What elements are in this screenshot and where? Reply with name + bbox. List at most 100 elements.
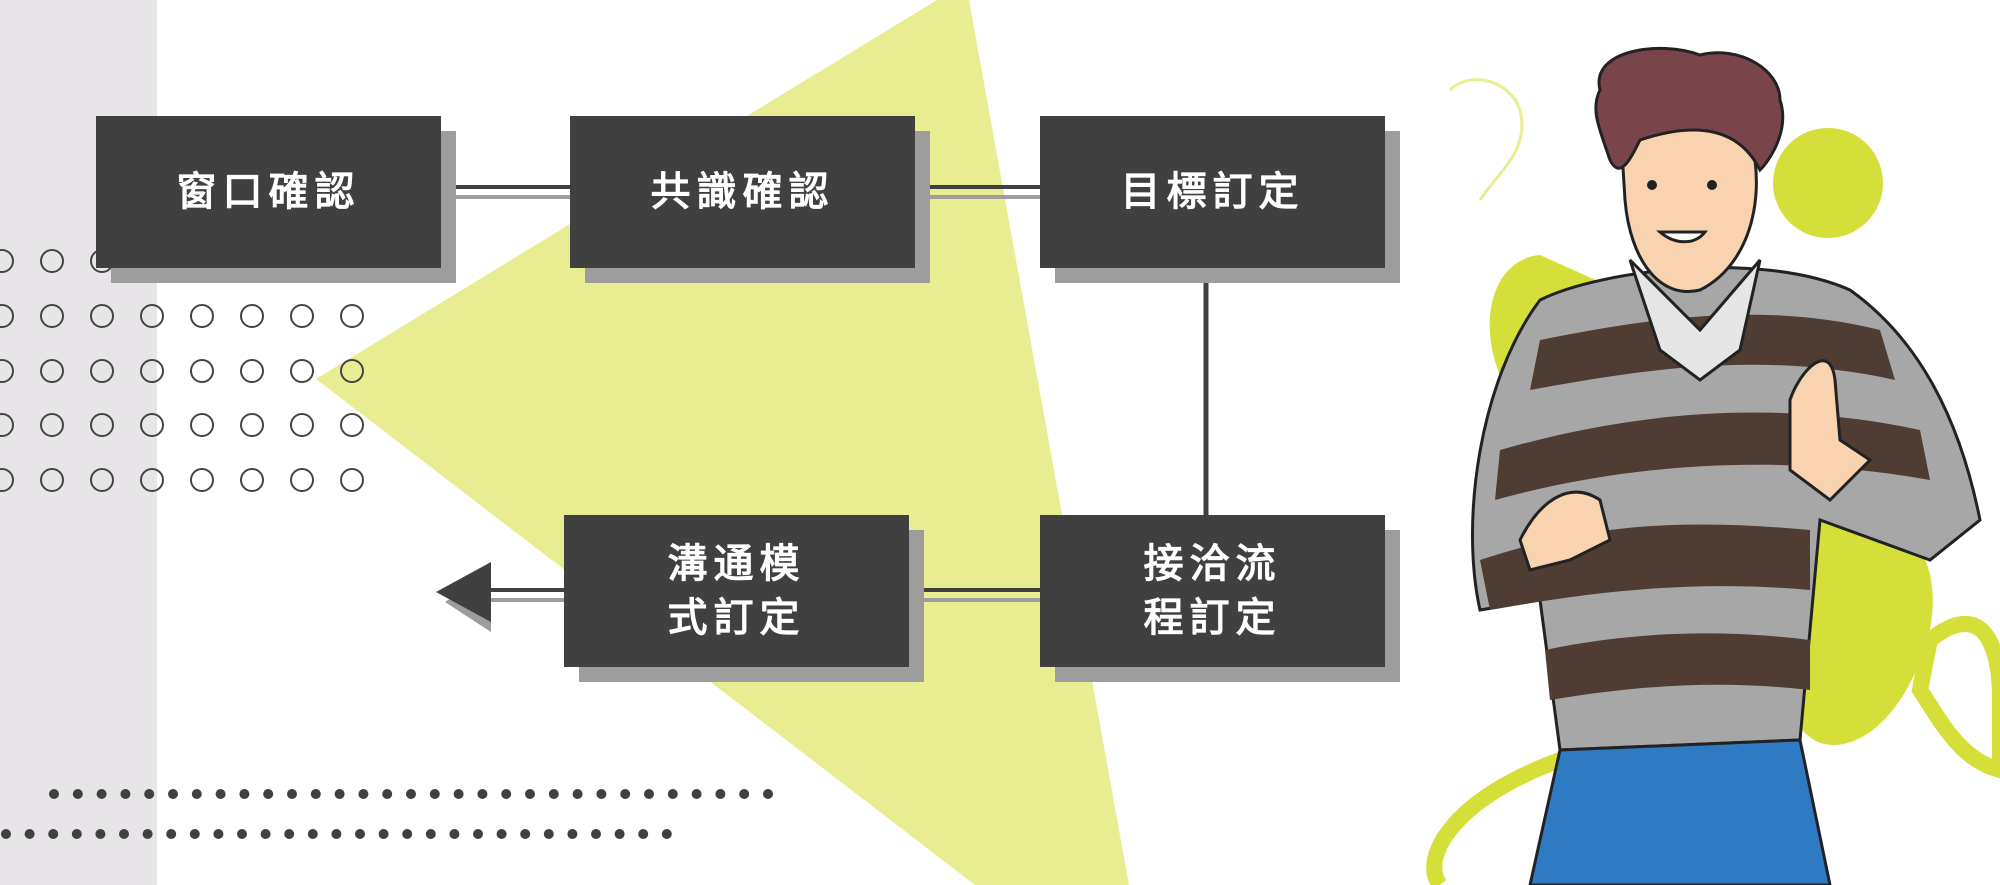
decor-circle	[40, 249, 64, 273]
decor-dot	[1, 829, 11, 839]
decor-dot	[520, 829, 531, 839]
decor-circle	[290, 413, 314, 437]
step-label-line-2: 式訂定	[667, 595, 806, 641]
decor-circle	[240, 413, 264, 437]
decor-dot	[449, 829, 460, 839]
character-illustration	[1426, 46, 2000, 885]
decor-dot	[473, 829, 483, 839]
decor-dot	[120, 789, 131, 799]
decor-dot	[739, 789, 750, 799]
decor-dot	[260, 829, 271, 839]
step-label-line-1: 溝通模	[667, 541, 806, 587]
decor-dot	[614, 829, 625, 839]
decor-dot	[572, 789, 583, 799]
decor-circle	[90, 413, 114, 437]
decor-dot	[191, 789, 202, 799]
arrow-head	[436, 562, 491, 622]
decor-circle	[240, 359, 264, 383]
decor-circle	[0, 249, 14, 273]
decor-circle	[240, 468, 264, 492]
decor-circle	[0, 413, 14, 437]
decor-circle	[0, 359, 14, 383]
decor-dot	[406, 789, 416, 799]
decor-dot	[543, 829, 554, 839]
decor-circle	[190, 413, 214, 437]
decor-dot	[142, 829, 153, 839]
decor-dot	[213, 829, 224, 839]
decor-circle	[340, 359, 364, 383]
decor-dot	[691, 789, 702, 799]
decor-dot	[667, 789, 678, 799]
decor-circle	[190, 359, 214, 383]
decor-dot	[72, 789, 83, 799]
decor-circle	[140, 304, 164, 328]
decor-circle	[240, 304, 264, 328]
decor-circle	[40, 413, 64, 437]
decor-dot	[548, 789, 559, 799]
step-contact-process: 接洽流 程訂定	[1040, 515, 1385, 667]
decor-dot	[263, 789, 274, 799]
decor-dot	[239, 789, 250, 799]
decor-dot	[715, 789, 726, 799]
decor-circle	[0, 468, 14, 492]
decor-dot	[429, 789, 440, 799]
decor-circle	[290, 304, 314, 328]
decor-dot	[119, 829, 129, 839]
decor-circle	[140, 468, 164, 492]
decor-circle	[340, 468, 364, 492]
decor-dot	[477, 789, 488, 799]
decor-dot	[425, 829, 436, 839]
decor-dot	[168, 789, 178, 799]
decor-dot	[661, 829, 672, 839]
decor-dot	[215, 789, 226, 799]
step-communication-mode: 溝通模 式訂定	[564, 515, 909, 667]
decor-circle	[40, 304, 64, 328]
step-label-line-2: 程訂定	[1143, 595, 1282, 641]
decor-dot	[525, 789, 535, 799]
decor-dot	[48, 829, 59, 839]
step-label-line-1: 接洽流	[1143, 541, 1282, 587]
step-goal-setting: 目標訂定	[1040, 116, 1385, 268]
decor-circle	[90, 359, 114, 383]
decor-dot	[24, 829, 35, 839]
decor-circle	[90, 304, 114, 328]
decor-dot	[355, 829, 365, 839]
decor-dot	[402, 829, 413, 839]
decor-dot	[501, 789, 512, 799]
decor-dot	[49, 789, 59, 799]
decor-dot	[331, 829, 342, 839]
decor-dot	[307, 829, 318, 839]
decor-circle	[40, 468, 64, 492]
dot-rows	[1, 789, 773, 839]
decor-circle	[0, 304, 14, 328]
decor-dot	[763, 789, 773, 799]
circle-grid	[0, 249, 364, 492]
decor-dot	[358, 789, 369, 799]
decor-dot	[638, 829, 649, 839]
decor-dot	[310, 789, 321, 799]
decor-circle	[40, 359, 64, 383]
decor-circle	[290, 468, 314, 492]
step-label: 窗口確認	[176, 169, 361, 215]
decor-dot	[166, 829, 177, 839]
decor-dot	[596, 789, 607, 799]
decor-dot	[334, 789, 345, 799]
decor-dot	[237, 829, 247, 839]
decor-dot	[382, 789, 393, 799]
step-label: 目標訂定	[1120, 169, 1305, 215]
decor-dot	[567, 829, 578, 839]
decor-dot	[95, 829, 106, 839]
decor-circle	[90, 468, 114, 492]
decor-dot	[189, 829, 200, 839]
decor-dot	[453, 789, 464, 799]
decor-circle	[340, 413, 364, 437]
step-label: 共識確認	[650, 169, 835, 215]
decor-dot	[496, 829, 507, 839]
decor-dot	[284, 829, 295, 839]
decor-dot	[96, 789, 107, 799]
decor-dot	[620, 789, 631, 799]
decor-dot	[71, 829, 82, 839]
decor-dot	[644, 789, 654, 799]
connectors	[440, 185, 1209, 602]
